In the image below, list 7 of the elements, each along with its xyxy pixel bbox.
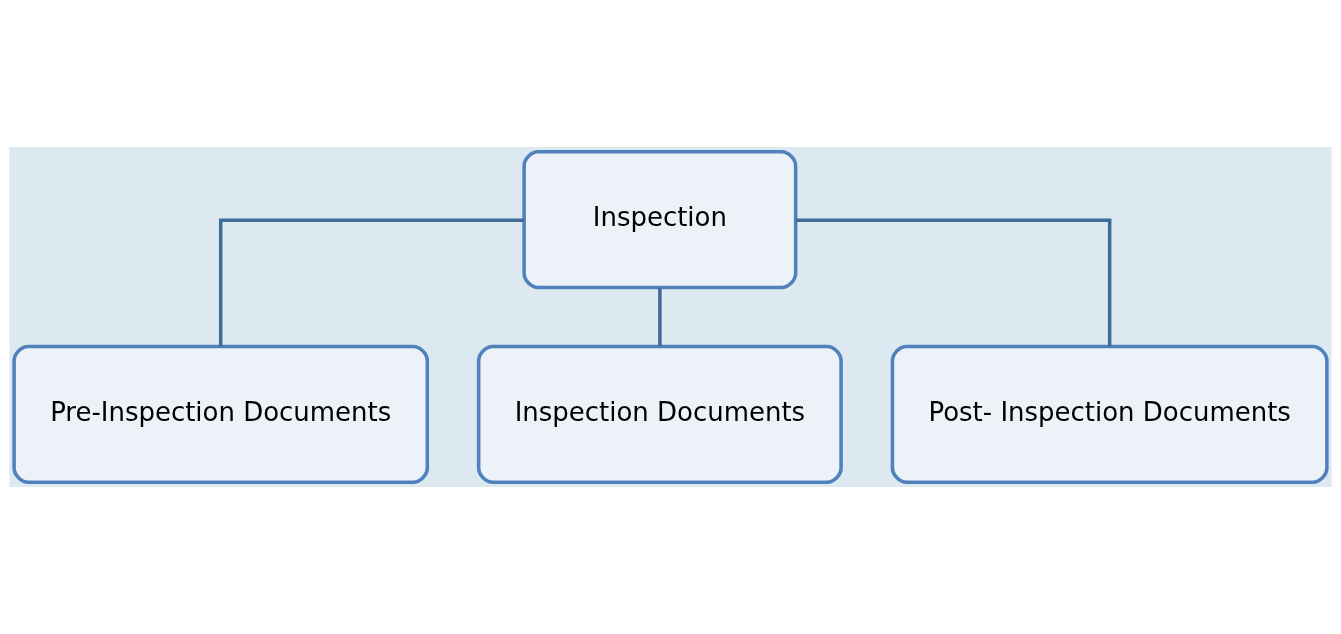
- node-box: Inspection Documents: [476, 344, 843, 485]
- connector: [218, 218, 524, 347]
- node-box: Post- Inspection Documents: [890, 344, 1329, 485]
- node-box: Inspection: [522, 149, 798, 290]
- connector: [658, 287, 662, 347]
- node-box: Pre-Inspection Documents: [12, 344, 430, 485]
- connector: [795, 218, 1112, 347]
